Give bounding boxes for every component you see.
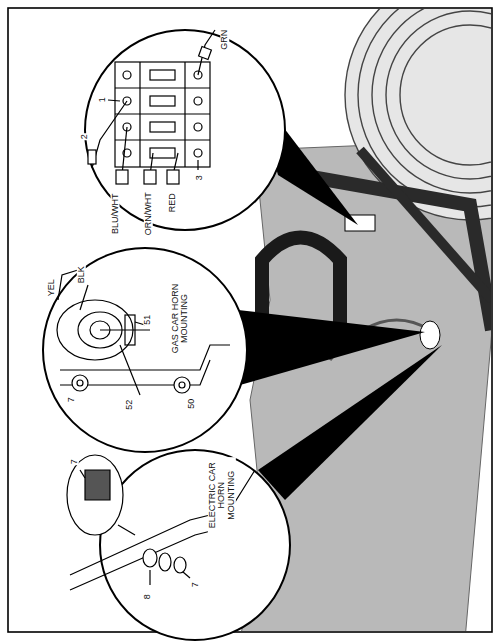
wire-color: GRN: [220, 29, 229, 51]
horn: [420, 321, 440, 349]
callout-number: 7: [70, 458, 79, 465]
callout-number: 7: [67, 396, 76, 403]
view-title: ELECTRIC CAR HORN MOUNTING: [208, 457, 236, 533]
wire-color: BLK: [77, 265, 86, 284]
wire-color: RED: [168, 192, 177, 213]
wire-color: BLU/WHT: [110, 193, 119, 236]
callout-number: 2: [80, 133, 89, 140]
gas-horn: [57, 270, 230, 395]
callout-number: 7: [191, 581, 200, 588]
callout-number: 51: [143, 314, 152, 326]
detail-circle: [43, 248, 247, 452]
view-title: GAS CAR HORN MOUNTING: [171, 280, 190, 356]
wire-color: ORN/WHT: [143, 192, 152, 237]
callout-number: 50: [187, 398, 196, 410]
detail-circle: [100, 450, 290, 640]
wire-color: YEL: [47, 278, 56, 297]
callout-number: 8: [143, 593, 152, 600]
terminal-strip: [88, 30, 215, 184]
callout-number: 1: [98, 96, 107, 103]
callout-number: 3: [195, 174, 204, 181]
electric-horn: [67, 455, 255, 590]
callout-number: 52: [125, 399, 134, 411]
